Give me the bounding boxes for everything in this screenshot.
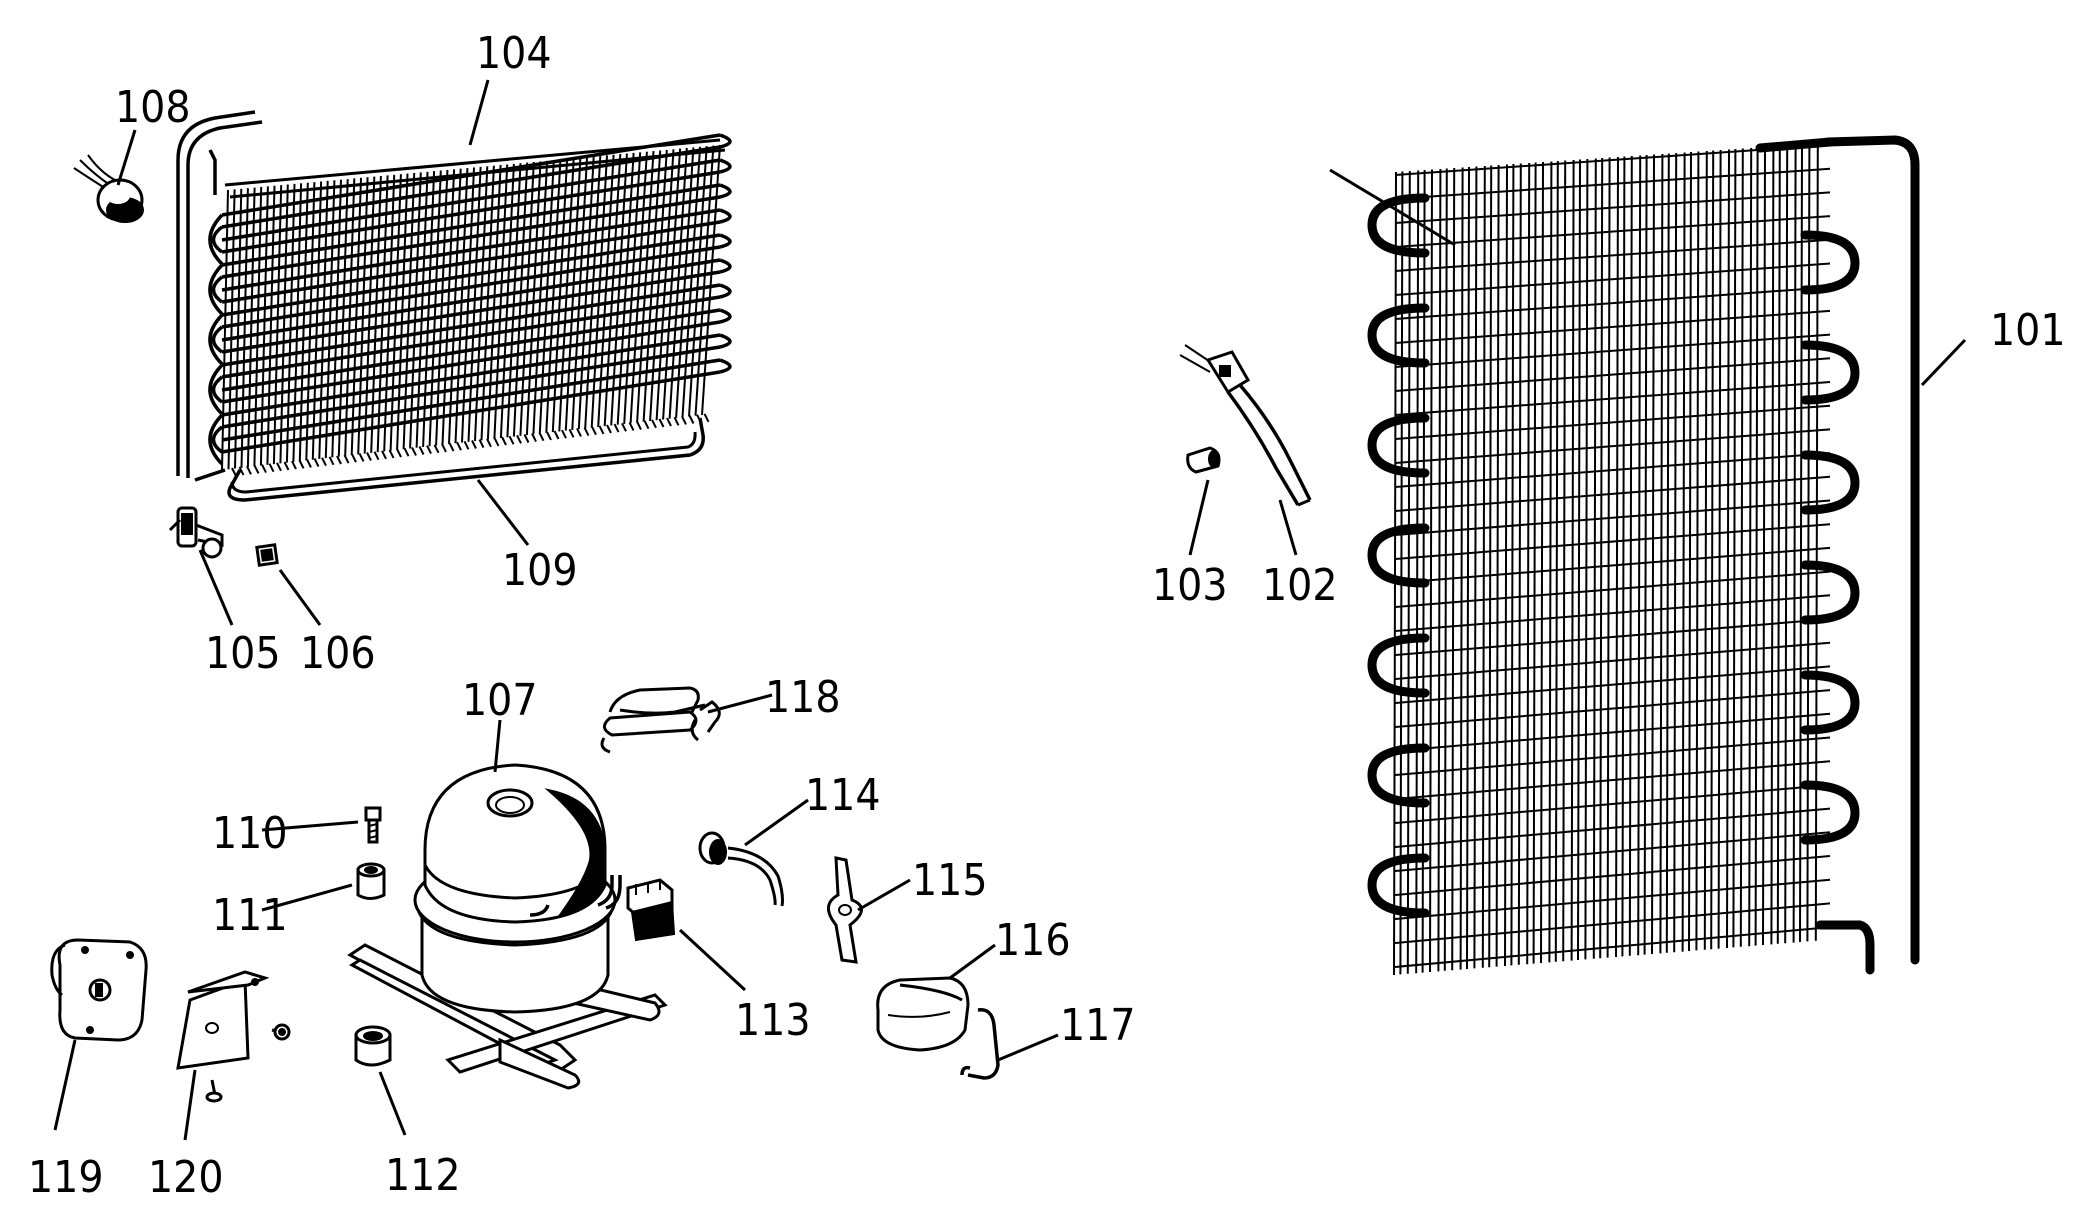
label-116: 116 [995, 915, 1071, 966]
connector-103 [1186, 446, 1221, 474]
mount-bracket-120 [176, 970, 291, 1103]
leader-102 [1278, 499, 1298, 556]
overload-114 [698, 831, 784, 907]
leader-117 [997, 1033, 1059, 1062]
grommet-111 [356, 862, 386, 900]
leader-115 [857, 878, 911, 912]
part-labels: 101 102 103 104 105 106 107 108 109 110 … [28, 28, 2066, 1203]
label-103: 103 [1152, 560, 1228, 611]
label-105: 105 [205, 628, 281, 679]
label-119: 119 [28, 1152, 104, 1203]
label-106: 106 [300, 628, 376, 679]
leader-106 [278, 569, 322, 626]
leader-120 [183, 1069, 197, 1141]
leader-116 [949, 943, 996, 980]
leader-101 [1329, 168, 1456, 247]
label-112: 112 [385, 1150, 461, 1201]
leader-118 [707, 693, 773, 714]
evaporator-104 [176, 110, 732, 482]
leader-112 [378, 1071, 407, 1136]
label-107: 107 [462, 675, 538, 726]
label-101: 101 [1990, 305, 2066, 356]
label-115: 115 [912, 855, 988, 906]
label-120: 120 [148, 1152, 224, 1203]
bolt-110 [364, 806, 382, 844]
label-118: 118 [765, 672, 841, 723]
bracket-115 [827, 856, 863, 964]
leader-113 [678, 928, 747, 992]
condenser-101 [1367, 135, 1920, 976]
leader-109 [476, 479, 530, 546]
leader-108 [116, 129, 137, 186]
leader-114 [744, 798, 809, 847]
clip-117 [960, 1008, 1000, 1080]
relay-box-119 [50, 938, 148, 1042]
label-113: 113 [735, 995, 811, 1046]
label-102: 102 [1262, 560, 1338, 611]
leader-107 [493, 719, 502, 773]
leader-119 [53, 1039, 77, 1131]
spring-clip-118 [600, 686, 721, 754]
label-104: 104 [476, 28, 552, 79]
leader-104 [468, 79, 490, 146]
label-110: 110 [212, 808, 288, 859]
thermostat-108 [73, 154, 144, 223]
valve-105 [168, 506, 224, 559]
drain-tube-109 [227, 417, 705, 502]
terminal-cover-116 [876, 976, 970, 1052]
leader-111 [261, 883, 353, 912]
power-cord-102 [1179, 344, 1312, 507]
label-109: 109 [502, 545, 578, 596]
relay-113 [626, 878, 676, 942]
nut-106 [255, 543, 279, 567]
compressor-107 [347, 763, 668, 1090]
label-108: 108 [115, 82, 191, 133]
leader-110 [261, 820, 359, 832]
leader-105 [198, 549, 234, 626]
sleeve-112 [354, 1025, 392, 1067]
label-117: 117 [1060, 1000, 1136, 1051]
leader-103 [1188, 479, 1210, 556]
label-114: 114 [805, 770, 881, 821]
leader-lines [53, 79, 1967, 1141]
label-111: 111 [212, 890, 288, 941]
leader-101b [1920, 338, 1967, 387]
